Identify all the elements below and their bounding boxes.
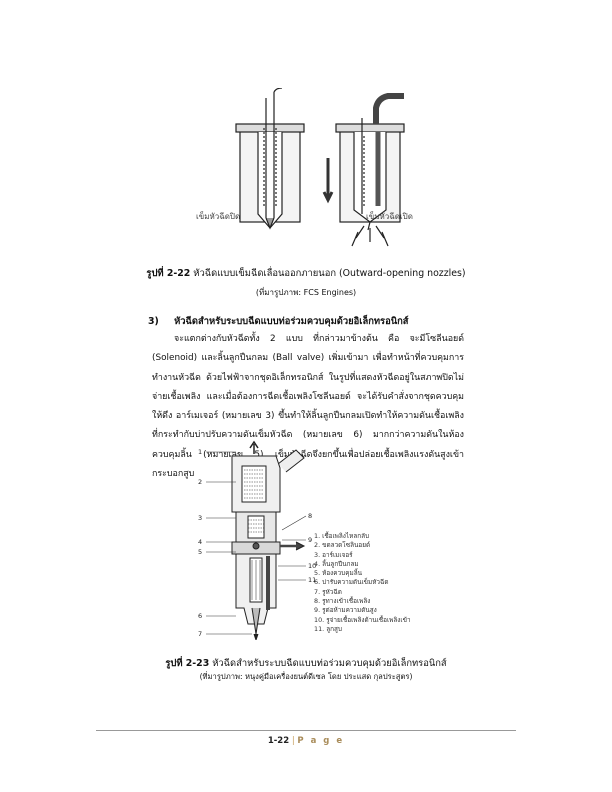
callout-2: 2 — [198, 478, 202, 486]
legend-item: 7. รูหัวฉีด — [314, 587, 342, 596]
callout-4: 4 — [198, 538, 202, 546]
nozzle-open-label: เข็มหัวฉีดเปิด — [366, 212, 413, 221]
nozzle-closed-drawing — [235, 88, 305, 230]
figure2-source: (ที่มารูปภาพ: หนุงคู่มือเครื่องยนต์ดีเซล… — [199, 672, 413, 681]
callout-8: 8 — [308, 512, 312, 520]
section-number: 3) — [148, 316, 159, 327]
footer-separator: | — [291, 736, 295, 746]
paragraph-text: จะแตกต่างกับหัวฉีดทั้ง 2 แบบ ที่กล่าวมาข… — [152, 334, 464, 480]
figure2-caption-text: หัวฉีดสำหรับระบบฉีดแบบท่อร่วมควบคุมด้วยอ… — [212, 658, 447, 669]
figure1-source: (ที่มารูปภาพ: FCS Engines) — [255, 288, 357, 297]
nozzle-closed-label: เข็มหัวฉีดปิด — [196, 212, 241, 221]
figure2-caption: รูปที่ 2-23 หัวฉีดสำหรับระบบฉีดแบบท่อร่ว… — [0, 656, 612, 671]
footer-divider — [96, 730, 516, 731]
figure1-caption-number: รูปที่ 2-22 — [146, 268, 191, 279]
figure1-caption-text: หัวฉีดแบบเข็มฉีดเลื่อนออกภายนอก (Outward… — [193, 268, 466, 279]
figure1-caption: รูปที่ 2-22 หัวฉีดแบบเข็มฉีดเลื่อนออกภาย… — [0, 266, 612, 281]
page-word: P a g e — [297, 736, 345, 746]
figure2-caption-number: รูปที่ 2-23 — [165, 658, 210, 669]
callout-11: 11 — [308, 576, 316, 584]
legend-item: 10. รูจ่ายเชื้อเพลิงด้านเชื้อเพลิงเข้า — [314, 615, 411, 624]
common-rail-injector-figure: 1 2 3 4 5 6 7 8 9 10 11 — [198, 440, 316, 640]
legend-item: 3. อาร์เมเจอร์ — [314, 550, 353, 559]
body-paragraph: จะแตกต่างกับหัวฉีดทั้ง 2 แบบ ที่กล่าวมาข… — [152, 330, 464, 484]
callout-10: 10 — [308, 562, 316, 570]
callout-7: 7 — [198, 630, 202, 638]
callout-9: 9 — [308, 536, 312, 544]
figure2-legend: 1. เชื้อเพลิงไหลกลับ 2. ขดลวดโซลินอยด์ 3… — [314, 532, 411, 634]
legend-item: 8. รูทางเข้าเชื้อเพลิง — [314, 597, 371, 606]
legend-item: 4. ลิ้นลูกปืนกลม — [314, 559, 359, 568]
legend-item: 11. ลูกสูบ — [314, 624, 342, 633]
outward-nozzle-figure — [235, 88, 405, 247]
callout-5: 5 — [198, 548, 202, 556]
injector-drawing — [231, 440, 306, 640]
section-heading: 3) หัวฉีดสำหรับระบบฉีดแบบท่อร่วมควบคุมด้… — [148, 314, 409, 329]
callout-1: 1 — [198, 448, 202, 456]
legend-item: 5. ห้องควบคุมลิ้น — [314, 569, 362, 578]
legend-item: 6. บ่ารับความดันเข็มหัวฉีด — [314, 578, 389, 587]
page-footer: 1-22 | P a g e — [0, 736, 612, 746]
legend-item: 1. เชื้อเพลิงไหลกลับ — [314, 532, 370, 540]
page-number: 1-22 — [267, 736, 290, 746]
callout-3: 3 — [198, 514, 202, 522]
nozzle-open-drawing — [322, 93, 405, 247]
callout-6: 6 — [198, 612, 202, 620]
callout-lines — [206, 451, 307, 635]
legend-item: 9. รูต่อห้ามความดันสูง — [314, 606, 377, 615]
legend-item: 2. ขดลวดโซลินอยด์ — [314, 541, 371, 550]
section-title: หัวฉีดสำหรับระบบฉีดแบบท่อร่วมควบคุมด้วยอ… — [174, 316, 409, 327]
